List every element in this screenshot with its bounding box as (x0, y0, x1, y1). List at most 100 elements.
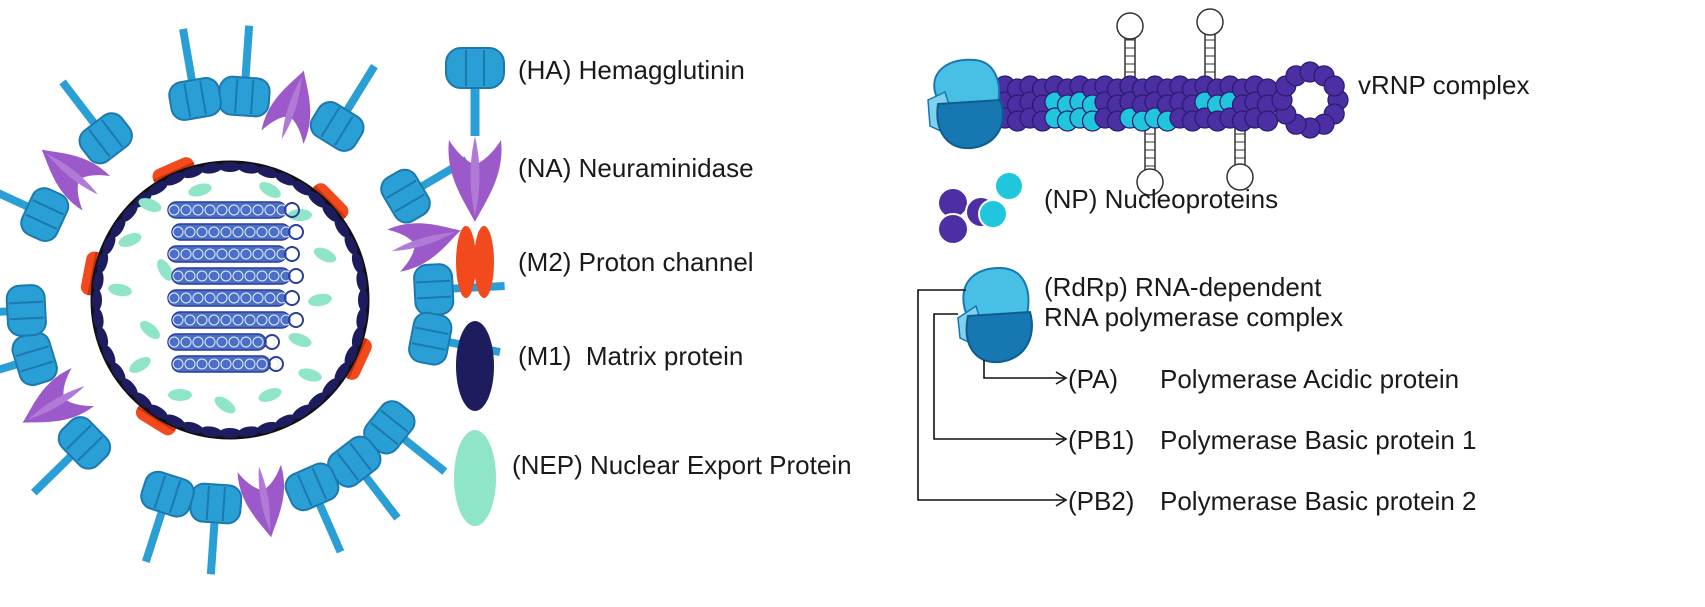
pb1-name: Polymerase Basic protein 1 (1160, 425, 1477, 455)
np-icon (937, 171, 1024, 245)
m1-matrix-protein (102, 345, 116, 366)
na-spike (236, 462, 294, 542)
m1-matrix-protein (92, 289, 102, 311)
m1-matrix-protein (164, 172, 185, 186)
ha-spike (16, 412, 115, 511)
m1-matrix-protein (344, 234, 358, 255)
m1-matrix-protein (133, 392, 152, 409)
m1-matrix-protein (334, 218, 350, 238)
nep-particle (138, 198, 162, 212)
m1-matrix-protein (351, 326, 364, 349)
m1-matrix-protein (237, 426, 260, 437)
nep-particle (288, 333, 312, 347)
nep-particle (313, 247, 337, 263)
ha-label: (HA) Hemagglutinin (518, 55, 745, 85)
m1-matrix-protein (292, 180, 312, 196)
nep-particle (118, 233, 142, 247)
m1-matrix-protein (256, 421, 279, 434)
legend-icons (445, 47, 505, 526)
m1-matrix-protein (96, 326, 109, 349)
pb2-code: (PB2) (1068, 486, 1135, 516)
ha-spike (0, 285, 47, 339)
m1-matrix-protein (334, 362, 350, 382)
nep-particle (288, 209, 312, 221)
m1-matrix-protein (275, 414, 296, 428)
nep-particle (259, 182, 281, 198)
m1-matrix-protein (148, 404, 168, 420)
nep-legend-icon (454, 430, 496, 526)
nep-particle (188, 183, 212, 197)
ha-spike (186, 483, 242, 576)
m2-label: (M2) Proton channel (518, 247, 754, 277)
ha-spike (122, 468, 197, 569)
m1-matrix-protein (121, 203, 138, 222)
m1-matrix-protein (102, 234, 116, 255)
m1-matrix-protein (292, 404, 312, 420)
m1-matrix-protein (308, 191, 327, 208)
m1-matrix-protein (181, 166, 204, 179)
vrnp-polymerase (927, 58, 1004, 150)
na-legend-icon (448, 136, 502, 222)
m1-matrix-protein (93, 270, 104, 293)
vrnp-label: vRNP complex (1358, 70, 1530, 100)
m1-matrix-protein (121, 378, 138, 397)
nep-particle (298, 368, 322, 382)
pa-name: Polymerase Acidic protein (1160, 364, 1460, 394)
m1-matrix-protein (181, 421, 204, 434)
vrnp-complex-illustration (927, 8, 1349, 196)
m1-matrix-protein (110, 218, 126, 238)
ha-spike (359, 396, 461, 491)
m1-legend-icon (456, 321, 494, 411)
matrix-layer (92, 162, 368, 438)
np-label: (NP) Nucleoproteins (1044, 184, 1279, 214)
rdrp-label: (RdRp) RNA-dependent RNA polymerase comp… (1044, 272, 1344, 332)
rna-stem-loops (1116, 8, 1254, 196)
rdrp-icon (957, 266, 1033, 364)
nep-particle (157, 259, 173, 281)
pb1-arrow (933, 313, 1064, 440)
m1-matrix-protein (256, 166, 279, 179)
m1-matrix-protein (344, 345, 358, 366)
virion-illustration (0, 24, 506, 576)
m1-matrix-protein (358, 289, 368, 311)
nep-particle (129, 357, 151, 373)
m1-matrix-protein (351, 251, 364, 274)
m1-matrix-protein (322, 203, 339, 222)
m1-matrix-protein (200, 163, 223, 174)
np-bead (1323, 75, 1345, 97)
m1-matrix-protein (308, 392, 327, 409)
m1-matrix-protein (322, 378, 339, 397)
nep-particle (214, 396, 236, 414)
pb2-name: Polymerase Basic protein 2 (1160, 486, 1477, 516)
m2-legend-icon (456, 226, 494, 298)
nep-particle (108, 283, 132, 297)
m1-matrix-protein (164, 414, 185, 428)
ha-spike (218, 24, 274, 117)
ha-spike (158, 25, 223, 122)
m1-matrix-protein (219, 428, 241, 438)
m1-matrix-protein (96, 251, 109, 274)
pa-code: (PA) (1068, 364, 1119, 394)
m1-matrix-protein (356, 270, 367, 293)
na-label: (NA) Neuraminidase (518, 153, 754, 183)
m1-label: (M1) Matrix protein (518, 341, 744, 371)
subunit-arrows (917, 289, 1068, 507)
pa-arrow (983, 360, 1064, 379)
nep-particles (108, 182, 337, 414)
nep-label: (NEP) Nuclear Export Protein (512, 450, 852, 480)
ha-spike (306, 53, 396, 156)
m1-matrix-protein (275, 172, 296, 186)
ha-legend-icon (445, 47, 505, 136)
m1-matrix-protein (110, 362, 126, 382)
pb2-arrow (917, 289, 1064, 501)
m1-matrix-protein (200, 426, 223, 437)
pb1-code: (PB1) (1068, 425, 1135, 455)
np-bead (1256, 110, 1279, 132)
nep-particle (258, 388, 282, 402)
vrnp-bundle (167, 201, 304, 373)
m1-matrix-protein (93, 307, 104, 330)
m1-matrix-protein (219, 162, 241, 172)
nep-particle (308, 293, 332, 307)
m1-matrix-protein (148, 180, 168, 196)
vrnp-nucleoprotein-chain (994, 61, 1349, 139)
